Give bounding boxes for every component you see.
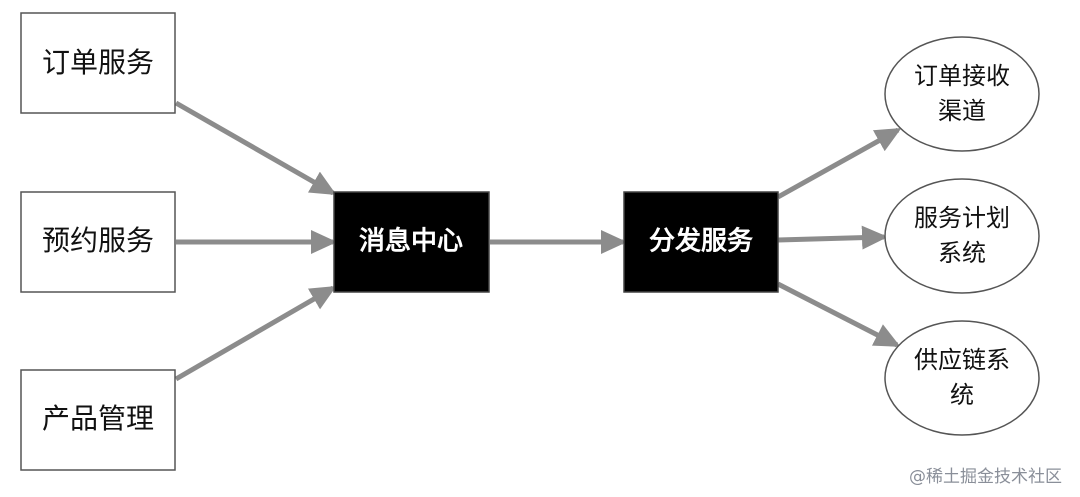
dispatcher-node: 分发服务: [623, 191, 779, 293]
edges: [174, 100, 902, 382]
source-label-booking-service: 预约服务: [42, 224, 154, 257]
source-label-order-service: 订单服务: [42, 46, 154, 79]
hub-node-message-center: 消息中心: [333, 191, 490, 293]
source-node-product-mgmt: 产品管理: [20, 369, 176, 471]
target-node-service-plan: 服务计划 系统: [884, 178, 1040, 294]
dispatcher-label: 分发服务: [649, 226, 753, 257]
edge-order-service-to-message-center: [174, 100, 337, 196]
target-label-order-channel-line2: 渠道: [938, 97, 986, 125]
hub-label: 消息中心: [359, 226, 463, 257]
source-node-order-service: 订单服务: [20, 12, 176, 114]
watermark-text: @稀土掘金技术社区: [909, 467, 1062, 487]
source-node-booking-service: 预约服务: [20, 191, 176, 293]
edge-dispatch-to-supply-chain: [776, 281, 901, 348]
target-label-service-plan-line2: 系统: [938, 239, 986, 267]
edge-product-mgmt-to-message-center: [174, 285, 337, 382]
target-label-order-channel-line1: 订单接收: [914, 62, 1010, 90]
target-label-supply-chain-line2: 统: [950, 381, 974, 409]
edge-dispatch-to-order-channel: [776, 127, 902, 200]
edge-dispatch-to-service-plan: [777, 225, 888, 250]
source-label-product-mgmt: 产品管理: [42, 402, 154, 435]
target-label-supply-chain-line1: 供应链系: [914, 346, 1010, 374]
target-node-supply-chain: 供应链系 统: [884, 320, 1040, 436]
target-node-order-channel: 订单接收 渠道: [884, 36, 1040, 152]
target-label-service-plan-line1: 服务计划: [914, 204, 1010, 232]
